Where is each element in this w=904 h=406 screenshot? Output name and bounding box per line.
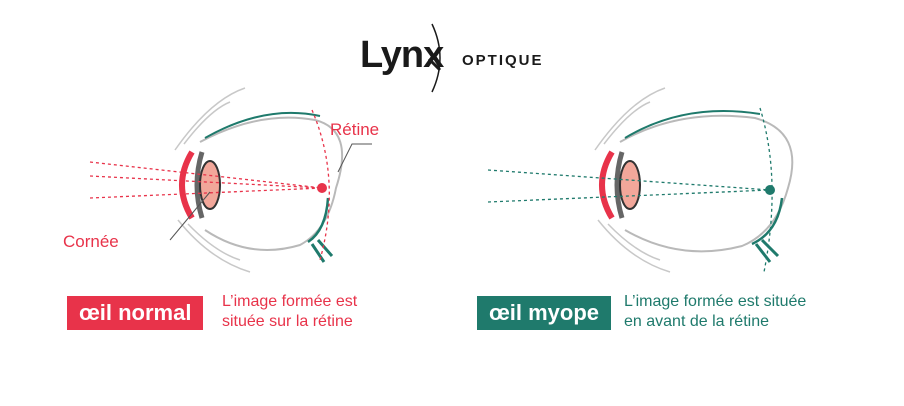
logo-arc-icon xyxy=(427,23,442,93)
myopic-eye-badge: œil myope xyxy=(477,296,612,330)
myopic-eye-description-line2: en avant de la rétine xyxy=(624,313,769,330)
brand-logo: Lynx OPTIQUE xyxy=(356,22,556,94)
myopic-eye-description-line1: L’image formée est située xyxy=(624,293,807,310)
normal-eye-diagram xyxy=(89,87,372,273)
brand-name: Lynx xyxy=(360,34,444,76)
retina-label: Rétine xyxy=(330,120,380,139)
myopic-eye-description: L’image formée est située en avant de la… xyxy=(624,292,806,332)
normal-eye-badge: œil normal xyxy=(67,296,204,330)
cornea-label: Cornée xyxy=(63,232,119,251)
normal-eye-description-line1: L’image formée est xyxy=(222,293,358,310)
normal-eye-description-line2: située sur la rétine xyxy=(222,313,353,330)
brand-tagline: OPTIQUE xyxy=(462,52,544,69)
myopic-eye-diagram xyxy=(487,87,794,273)
normal-eye-description: L’image formée est située sur la rétine xyxy=(222,292,357,332)
